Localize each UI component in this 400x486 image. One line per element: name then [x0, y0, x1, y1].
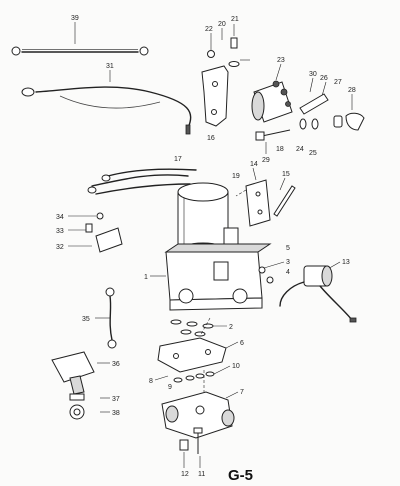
callout-28: 28: [348, 87, 356, 94]
manifold-plate: [157, 337, 239, 373]
callout-11: 11: [198, 471, 205, 478]
trim-sender: [279, 261, 357, 323]
callout-16: 16: [207, 135, 215, 142]
callout-24: 24: [296, 146, 304, 153]
mounting-bracket: [201, 33, 229, 127]
callout-15: 15: [282, 171, 290, 178]
callout-32: 32: [56, 244, 64, 251]
callout-labels: 1 2 3 4 5 6 7 8 9 10 11 12 13 14 15 16 1…: [56, 15, 356, 478]
callout-29: 29: [262, 157, 270, 164]
callout-30: 30: [309, 71, 317, 78]
callout-22: 22: [205, 26, 213, 33]
wiring-harness: [87, 168, 197, 195]
callout-36: 36: [112, 361, 120, 368]
callout-13: 13: [342, 259, 350, 266]
callout-4: 4: [286, 269, 290, 276]
callout-37: 37: [112, 396, 120, 403]
callout-25: 25: [309, 150, 317, 157]
callout-39: 39: [71, 15, 79, 22]
callout-8: 8: [149, 378, 153, 385]
terminal-boot: [345, 94, 365, 131]
manifold-seals: [170, 319, 227, 337]
callout-27: 27: [334, 79, 342, 86]
reservoir-fasteners: [258, 261, 285, 284]
callout-20: 20: [218, 21, 226, 28]
callout-34: 34: [56, 214, 64, 221]
manifold-o-rings: [154, 365, 231, 383]
callout-23: 23: [277, 57, 285, 64]
valve-connector: [51, 351, 110, 420]
callout-17: 17: [174, 156, 182, 163]
lead-wire: [21, 70, 192, 135]
callout-31: 31: [106, 63, 114, 70]
callout-12: 12: [181, 471, 189, 478]
terminal-nuts: [299, 115, 343, 130]
callout-5: 5: [286, 245, 290, 252]
callout-2: 2: [229, 324, 233, 331]
callout-21: 21: [231, 16, 239, 23]
valve-screw-and-plug: [179, 427, 203, 468]
callout-18: 18: [276, 146, 284, 153]
callout-7: 7: [240, 389, 244, 396]
callout-33: 33: [56, 228, 64, 235]
callout-3: 3: [286, 259, 290, 266]
terminal-strap: [299, 77, 329, 115]
callout-9: 9: [168, 384, 172, 391]
ground-strap: [95, 287, 117, 349]
callout-35: 35: [82, 316, 90, 323]
callout-1: 1: [144, 274, 148, 281]
pump-reservoir: [150, 243, 272, 311]
callout-38: 38: [112, 410, 120, 417]
screw-and-washer: [221, 24, 240, 67]
callout-19: 19: [232, 173, 240, 180]
motor-bracket: [245, 167, 296, 227]
battery-cable: [11, 22, 149, 56]
valve-body: [161, 391, 239, 439]
small-switch-assembly: [68, 212, 123, 253]
starter-solenoid: [240, 59, 293, 123]
callout-10: 10: [232, 363, 240, 370]
solenoid-bolt: [255, 129, 291, 154]
page-label: G-5: [228, 467, 253, 484]
alignment-lines: [199, 189, 247, 392]
callout-26: 26: [320, 75, 328, 82]
callout-6: 6: [240, 340, 244, 347]
callout-14: 14: [250, 161, 258, 168]
